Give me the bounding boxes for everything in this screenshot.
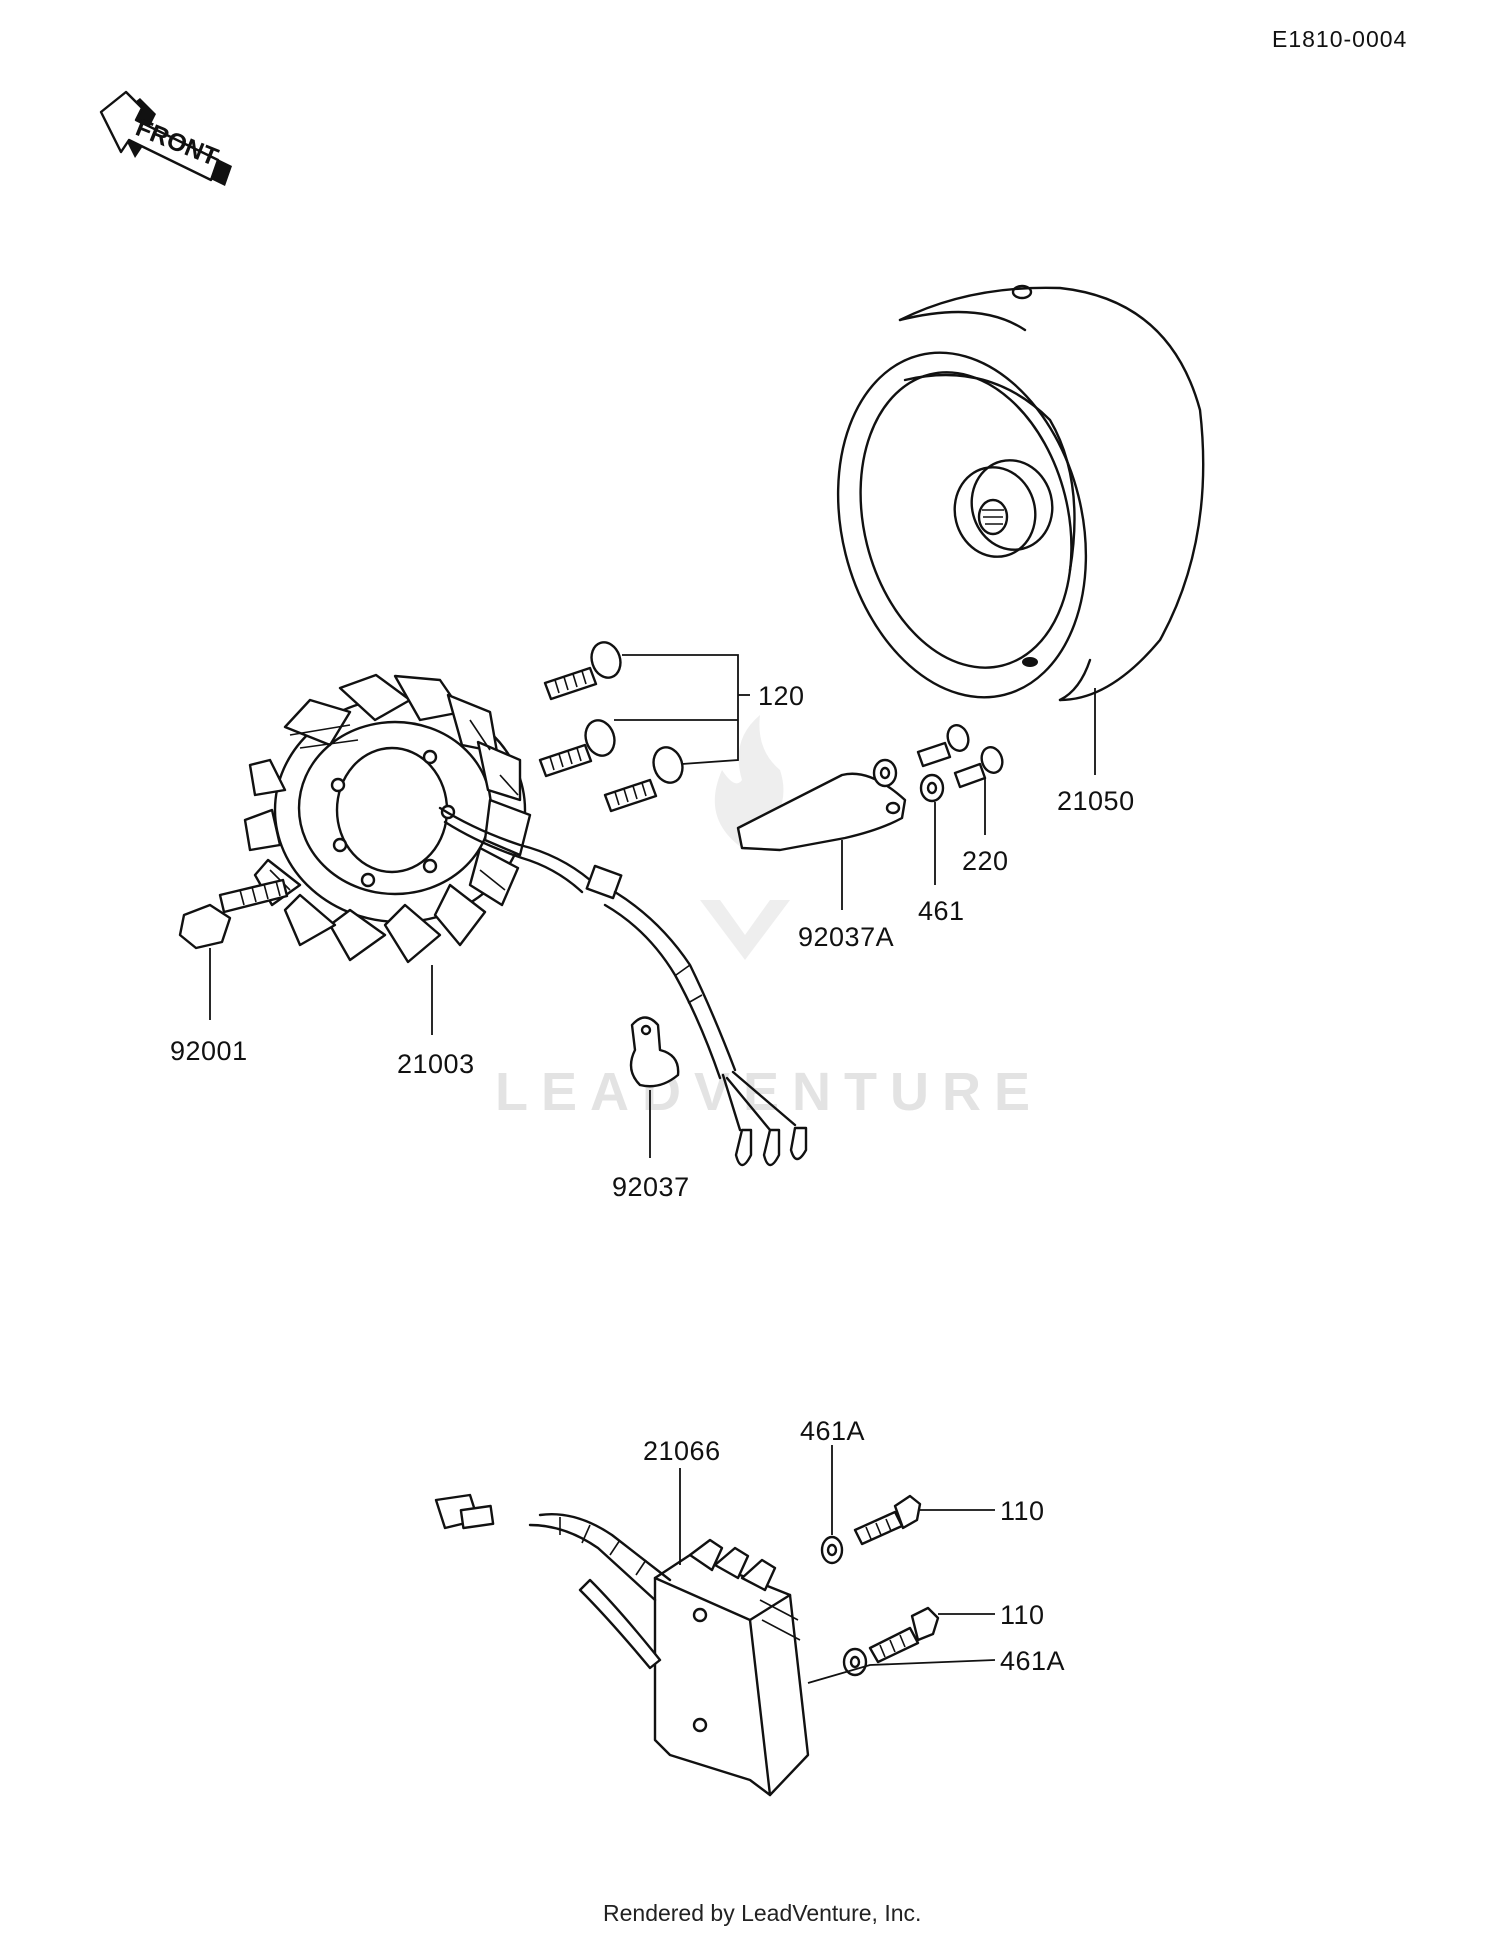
washer-461a-top[interactable]: 461A [800,1416,865,1565]
washer-set-461[interactable]: 461 [872,758,965,926]
bolt-120-b[interactable] [538,717,619,778]
callout-461a-bottom: 461A [1000,1646,1065,1676]
bolt-110-bottom[interactable]: 110 [868,1600,1045,1664]
bolt-92001[interactable]: 92001 [170,878,289,1066]
callout-21066: 21066 [643,1436,721,1466]
callout-92001: 92001 [170,1036,248,1066]
callout-92037a: 92037A [798,922,894,952]
watermark-text: LEADVENTURE [495,1062,1043,1122]
callout-21050: 21050 [1057,786,1135,816]
callout-110-top: 110 [1000,1496,1045,1526]
callout-461: 461 [918,896,965,926]
bolt-120-c[interactable] [603,744,687,813]
plate-92037a[interactable]: 92037A [736,772,907,952]
footer-credit: Rendered by LeadVenture, Inc. [603,1900,921,1926]
callout-120: 120 [758,681,805,711]
callout-21003: 21003 [397,1049,475,1079]
regulator-rectifier-21066[interactable]: 21066 [434,1436,810,1797]
screw-set-220[interactable]: 220 [916,723,1009,876]
callout-92037: 92037 [612,1172,690,1202]
watermark: LEADVENTURE [495,715,1043,1122]
washer-461a-bottom[interactable]: 461A [807,1646,1065,1684]
callout-220: 220 [962,846,1009,876]
stator-21003[interactable]: 21003 [243,673,808,1167]
bolt-set-120[interactable]: 120 [538,639,805,813]
callout-110-bottom: 110 [1000,1600,1045,1630]
diagram-code: E1810-0004 [1272,26,1407,52]
bolt-110-top[interactable]: 110 [853,1494,1045,1546]
flywheel-rotor-21050[interactable]: 21050 [803,284,1205,816]
clamp-92037[interactable]: 92037 [612,1016,690,1203]
front-arrow-icon: FRONT [99,90,232,186]
bolt-120-a[interactable] [543,639,625,701]
callout-461a-top: 461A [800,1416,865,1446]
